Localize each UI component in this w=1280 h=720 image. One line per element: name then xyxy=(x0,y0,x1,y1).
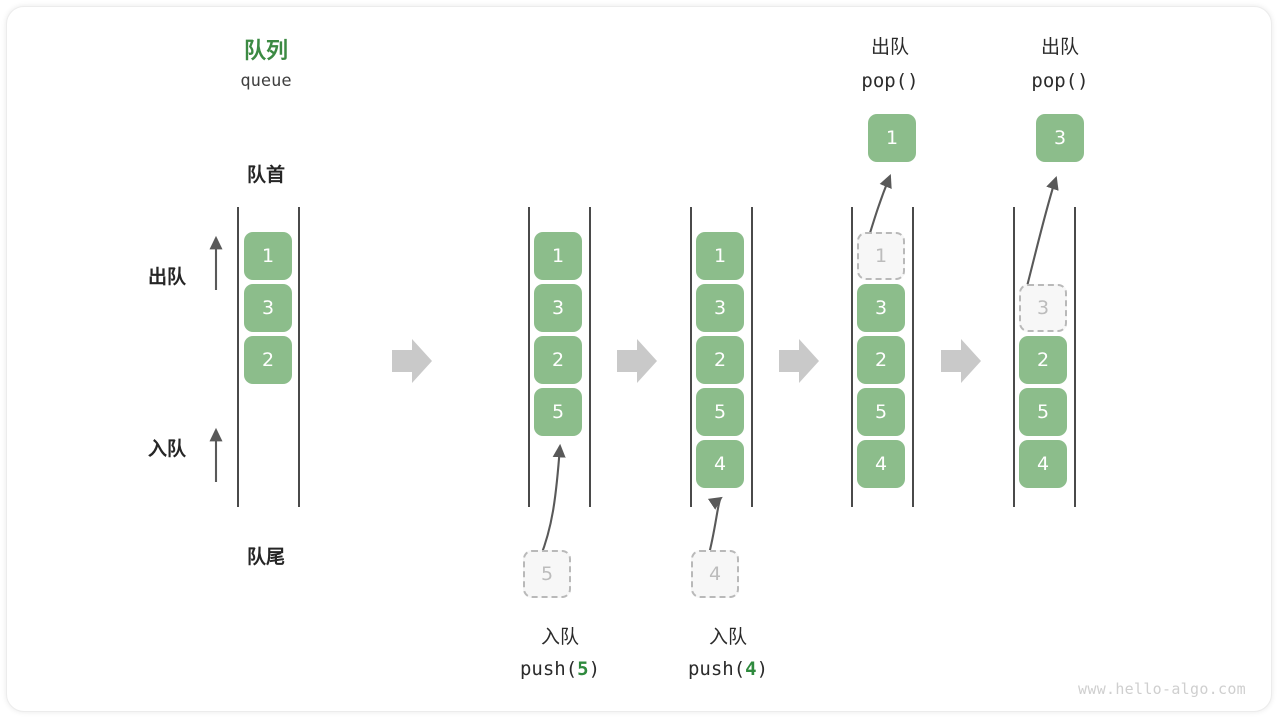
pop1-caption-code: pop() xyxy=(861,70,919,92)
rear-label: 队尾 xyxy=(246,546,286,568)
queue-node: 5 xyxy=(1019,388,1067,436)
queue-node: 2 xyxy=(534,336,582,384)
code-suffix: ) xyxy=(756,658,769,680)
queue-node: 5 xyxy=(696,388,744,436)
incoming-ghost-node: 4 xyxy=(691,550,739,598)
queue-node-removed: 3 xyxy=(1019,284,1067,332)
code-suffix: ) xyxy=(588,658,601,680)
queue-wall-right xyxy=(298,207,300,507)
queue-node: 3 xyxy=(244,284,292,332)
queue-node: 2 xyxy=(244,336,292,384)
enqueue-label: 入队 xyxy=(148,438,187,460)
queue-node: 2 xyxy=(857,336,905,384)
queue-node: 5 xyxy=(857,388,905,436)
queue-node: 1 xyxy=(534,232,582,280)
queue-wall-left xyxy=(528,207,530,507)
figure-frame xyxy=(6,6,1272,712)
popped-node: 3 xyxy=(1036,114,1084,162)
queue-node: 4 xyxy=(857,440,905,488)
incoming-ghost-node: 5 xyxy=(523,550,571,598)
queue-node: 3 xyxy=(857,284,905,332)
code-arg: 4 xyxy=(745,658,757,680)
watermark: www.hello-algo.com xyxy=(1078,680,1246,698)
queue-wall-left xyxy=(851,207,853,507)
queue-wall-left xyxy=(690,207,692,507)
queue-node: 1 xyxy=(244,232,292,280)
code-prefix: push( xyxy=(519,658,578,680)
popped-node: 1 xyxy=(868,114,916,162)
figure-title-cn: 队列 xyxy=(243,39,289,64)
queue-node: 3 xyxy=(696,284,744,332)
queue-wall-left xyxy=(1013,207,1015,507)
queue-node-new: 5 xyxy=(534,388,582,436)
queue-wall-right xyxy=(589,207,591,507)
pop3-caption-code: pop() xyxy=(1031,70,1089,92)
push5-caption-cn: 入队 xyxy=(540,626,580,648)
queue-node: 2 xyxy=(1019,336,1067,384)
front-label: 队首 xyxy=(246,164,286,186)
queue-wall-left xyxy=(237,207,239,507)
queue-node-new: 4 xyxy=(696,440,744,488)
push4-caption-code: push(4) xyxy=(688,658,768,680)
queue-wall-right xyxy=(751,207,753,507)
queue-wall-right xyxy=(1074,207,1076,507)
push5-caption-code: push(5) xyxy=(520,658,600,680)
pop3-caption-cn: 出队 xyxy=(1040,36,1080,58)
code-prefix: push( xyxy=(687,658,746,680)
figure-title-en: queue xyxy=(240,71,292,91)
queue-node: 3 xyxy=(534,284,582,332)
queue-node: 4 xyxy=(1019,440,1067,488)
queue-node: 1 xyxy=(696,232,744,280)
queue-wall-right xyxy=(912,207,914,507)
queue-node-removed: 1 xyxy=(857,232,905,280)
push4-caption-cn: 入队 xyxy=(708,626,748,648)
code-arg: 5 xyxy=(577,658,589,680)
dequeue-label: 出队 xyxy=(148,266,187,288)
queue-node: 2 xyxy=(696,336,744,384)
pop1-caption-cn: 出队 xyxy=(870,36,910,58)
